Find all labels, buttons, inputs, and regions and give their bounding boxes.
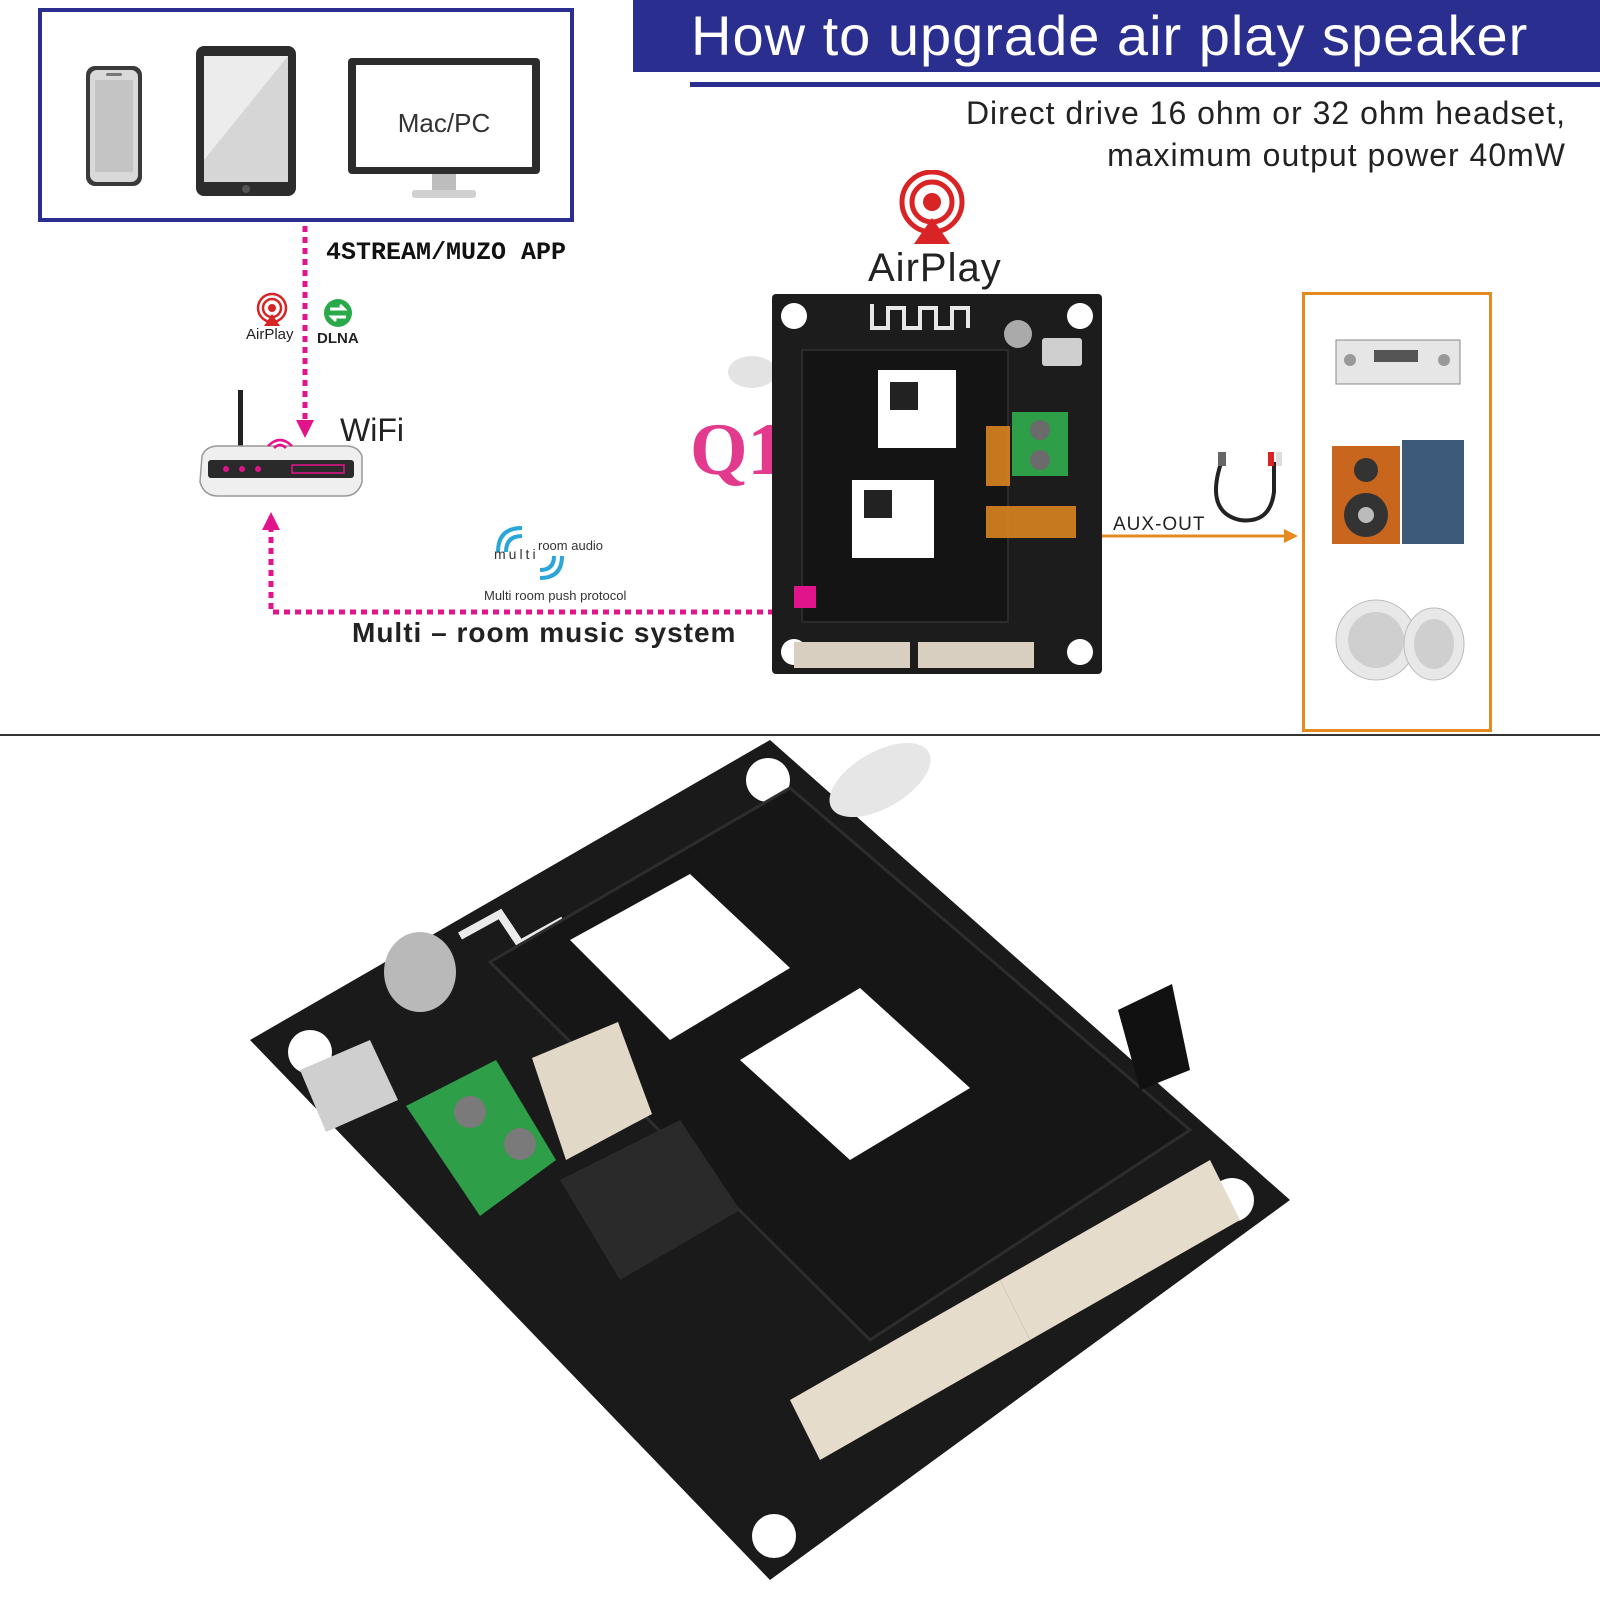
amplifier-icon [1335,339,1461,385]
subtitle: Direct drive 16 ohm or 32 ohm headset, m… [965,95,1566,173]
multiroom-system-label: Multi – room music system [352,617,737,648]
ir-receiver [1118,984,1190,1090]
room-audio-logo-text: room audio [538,538,604,553]
output-devices-illustration [1332,339,1465,681]
airplay-big-icon [899,170,965,244]
output-devices-box [1302,292,1492,732]
connection-lines [262,226,1298,615]
aux-out-label: AUX-OUT [1113,514,1206,535]
micro-usb-port [1042,338,1082,366]
pin-header-1 [794,642,910,668]
wifi-label: WiFi [340,412,404,448]
airplay-big-label: AirPlay [868,246,1002,290]
push-protocol-label: Multi room push protocol [484,588,627,603]
ir-receiver [794,586,816,608]
screw-terminal [406,1060,556,1216]
dlna-label: DLNA [317,330,359,347]
led-component [829,742,931,818]
pcb-board-top-view [728,294,1102,674]
multi-logo-text: multi [494,546,539,562]
antenna-trace [870,304,970,330]
app-label: 4STREAM/MUZO APP [326,238,567,267]
devices-box [38,8,574,222]
page-title: How to upgrade air play speaker [633,0,1600,72]
dlna-icon [324,299,352,327]
capacitor [384,932,456,1012]
arrow-up-icon [262,512,280,530]
smartphone-icon [86,66,142,186]
multiroom-line [268,528,807,615]
audio-jack [560,1120,740,1280]
white-connector [532,1022,652,1160]
pin-header-1 [790,1280,1030,1460]
wifi-router-icon [199,390,363,497]
aux-cable-icon [1214,452,1282,523]
pin-header-2 [1000,1160,1240,1340]
airplay-small-label: AirPlay [246,326,294,343]
pin-header-2 [918,642,1034,668]
top-diagram-panel: How to upgrade air play speaker Direct d… [0,0,1600,735]
model-label: Q1 [690,409,785,491]
tablet-icon [196,46,296,196]
monitor-icon [348,58,540,198]
chip-label-2 [740,988,970,1160]
pcb-board-perspective [250,740,1290,1580]
aux-connector [986,426,1010,486]
chip-label-1 [570,874,790,1040]
monitor-label: Mac/PC [397,108,491,138]
aux-jack [986,506,1076,538]
pcb-board-photo [250,740,1290,1580]
capacitor [1004,320,1032,348]
led-component [728,356,776,388]
mounting-hole [746,758,790,802]
multiroom-waves-icon [496,526,564,580]
mounting-hole [752,1514,796,1558]
micro-usb-port [300,1040,398,1132]
airplay-small-icon [256,292,288,326]
arrow-down-icon [296,420,314,438]
devices-illustration [86,46,540,198]
title-underline [690,82,1600,87]
arrow-right-icon [1284,529,1298,543]
section-divider [0,734,1600,736]
ceiling-speaker-icon [1335,599,1465,681]
bookshelf-speaker-icon [1332,440,1464,544]
